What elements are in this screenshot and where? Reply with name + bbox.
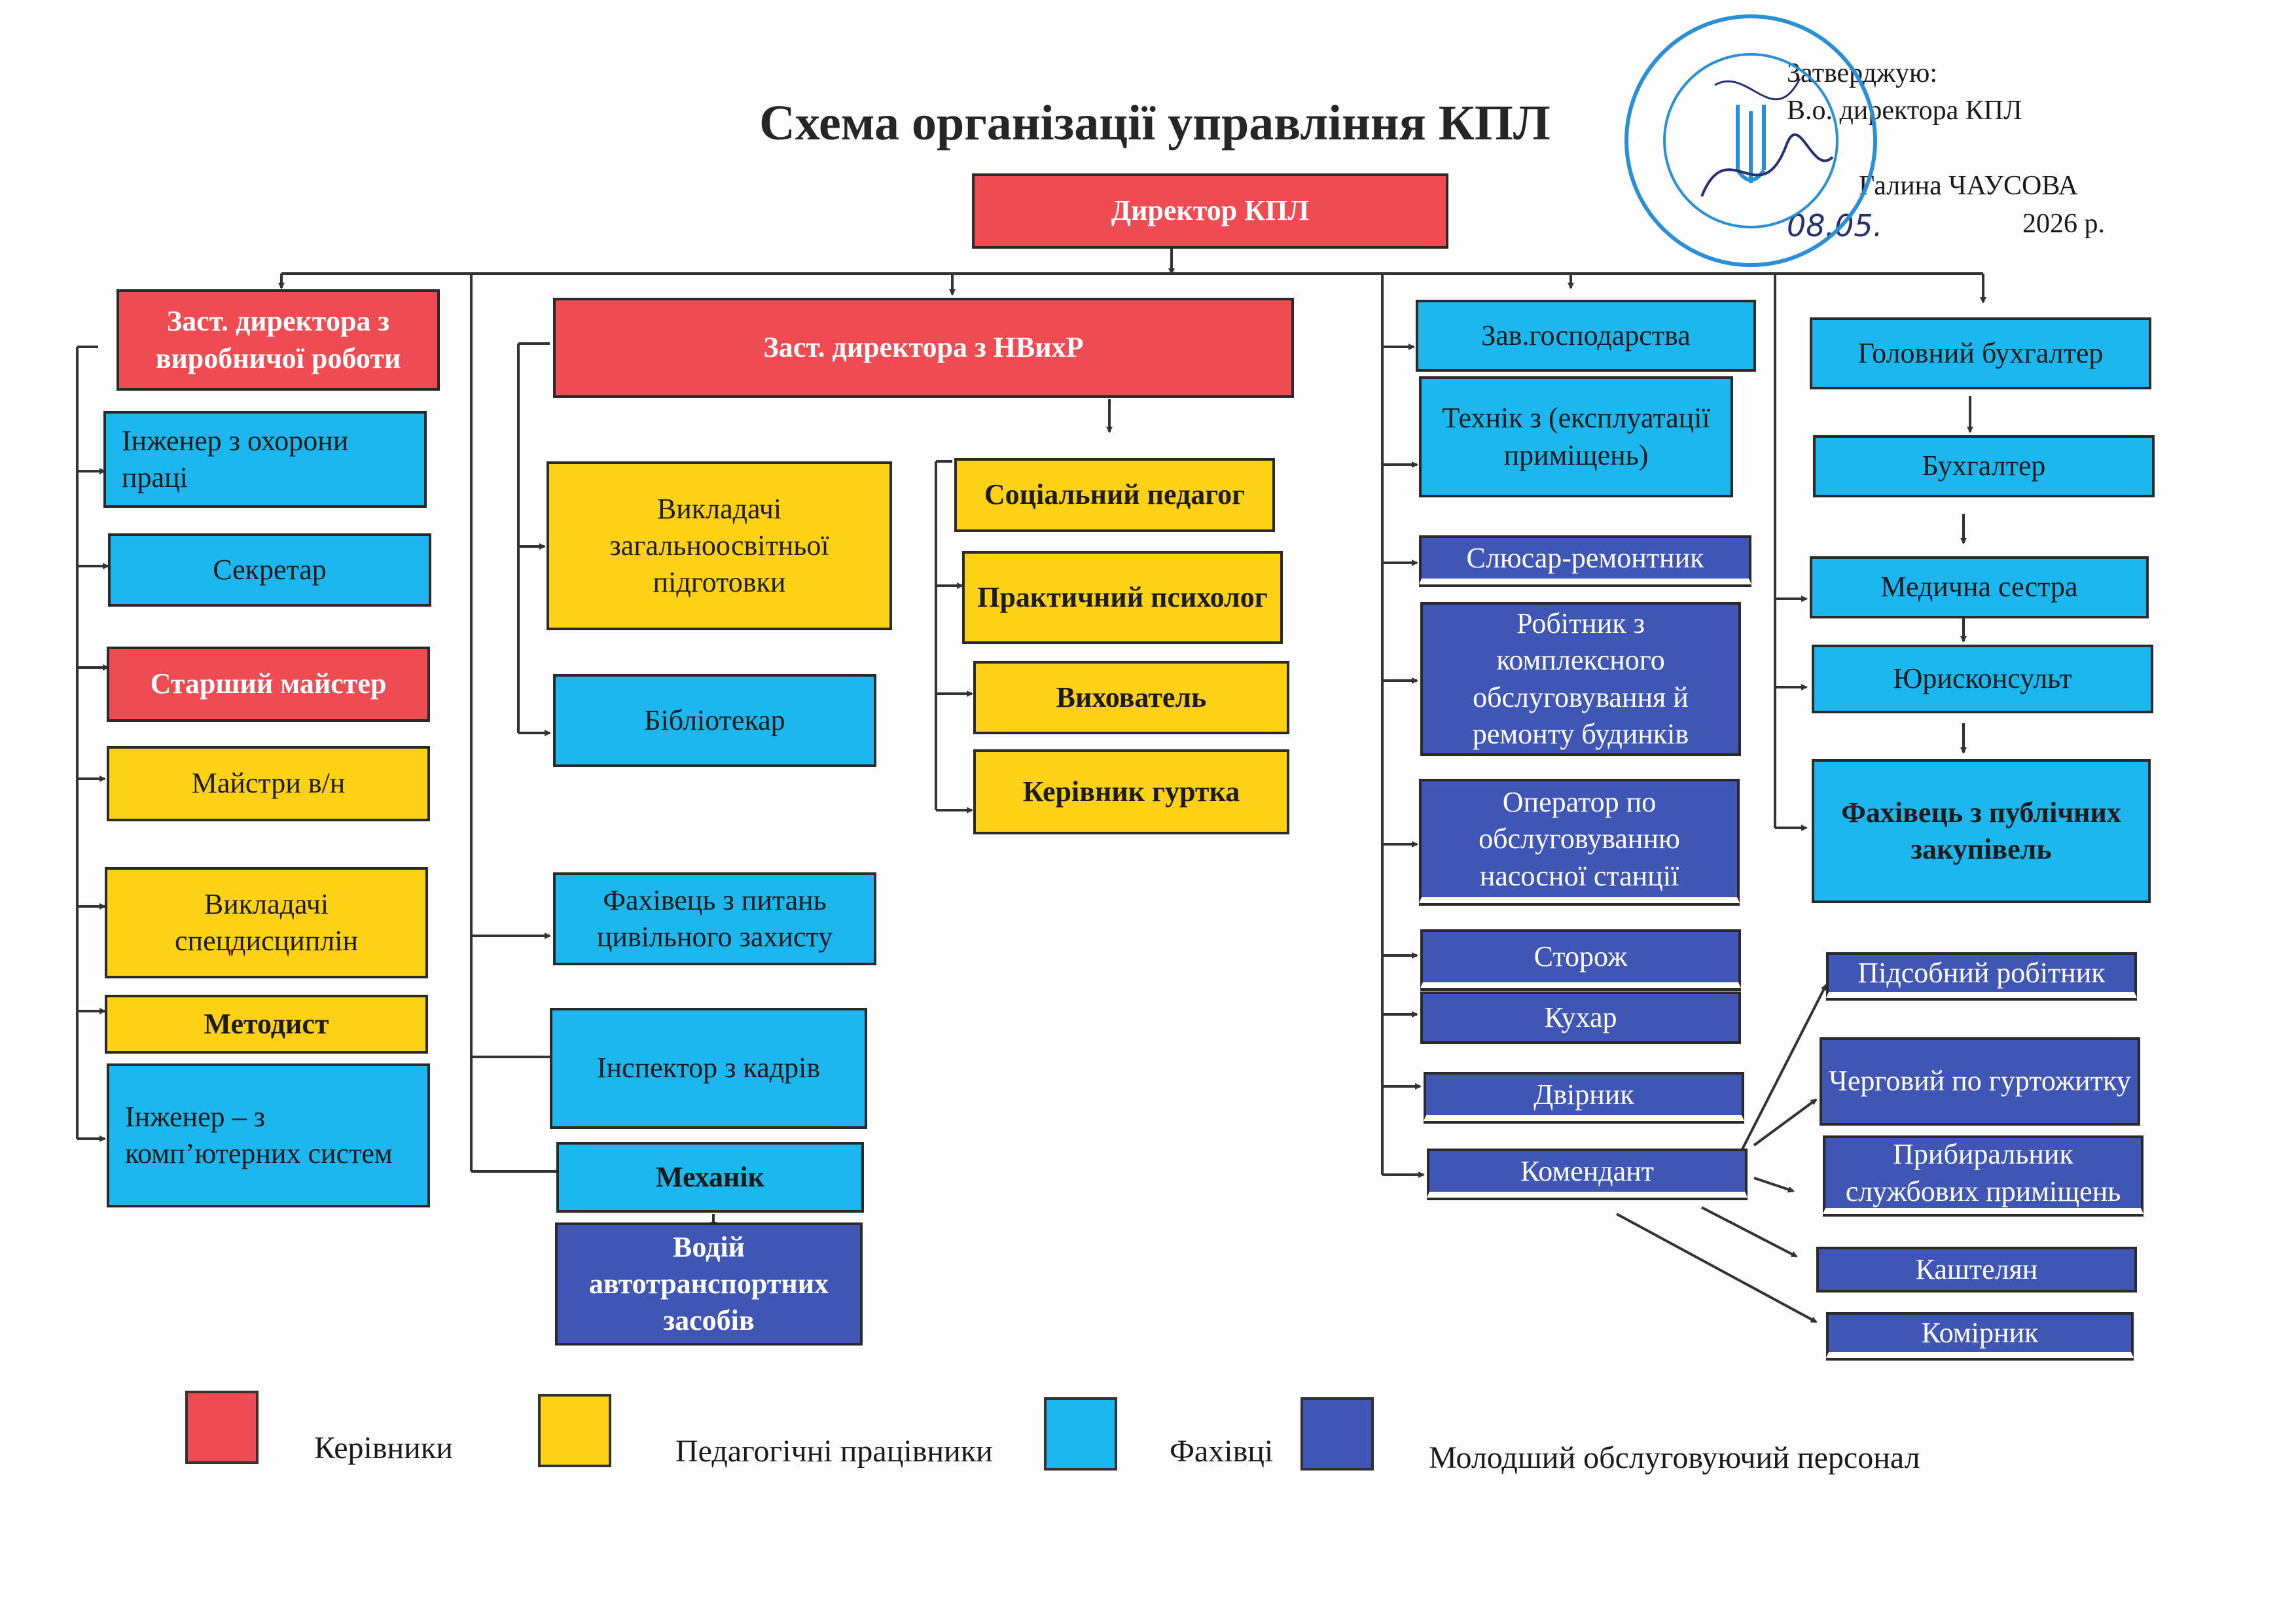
legend-label-service: Молодший обслуговуючий персонал	[1429, 1440, 1920, 1475]
box-maintenance-worker: Робітник з комплексного обслуговування й…	[1420, 602, 1741, 756]
box-mechanic: Механік	[556, 1142, 864, 1213]
approval-year: 2026 р.	[2022, 209, 2105, 239]
approval-date: 08.05.	[1787, 208, 1883, 243]
page-title: Схема організації управління КПЛ	[759, 96, 1551, 151]
legend-label-pedagogical: Педагогічні працівники	[675, 1434, 993, 1469]
box-masters: Майстри в/н	[107, 746, 430, 821]
approval-name: Галина ЧАУСОВА	[1859, 171, 2079, 201]
box-pump-operator: Оператор по обслуговуванню насосної стан…	[1419, 779, 1740, 903]
box-senior-master: Старший майстер	[107, 647, 430, 722]
box-castellan: Каштелян	[1816, 1247, 2137, 1293]
box-household-head: Зав.господарства	[1416, 300, 1756, 372]
box-educator: Вихователь	[973, 661, 1289, 734]
legend-swatch-specialists	[1044, 1397, 1117, 1471]
box-social-pedagogue: Соціальний педагог	[954, 458, 1275, 532]
box-cook: Кухар	[1420, 991, 1741, 1044]
box-methodist: Методист	[105, 995, 428, 1054]
legend-swatch-pedagogical	[538, 1394, 611, 1467]
box-secretary: Секретар	[108, 533, 431, 607]
box-chief-accountant: Головний бухгалтер	[1810, 317, 2151, 389]
box-legal-adviser: Юрисконсульт	[1812, 645, 2153, 713]
box-general-teachers: Викладачі загальноосвітньої підготовки	[547, 461, 892, 630]
legend-label-specialists: Фахівці	[1170, 1434, 1274, 1469]
box-nurse: Медична сестра	[1810, 556, 2149, 618]
box-labor-safety-engineer: Інженер з охорони праці	[103, 411, 427, 508]
box-guard: Сторож	[1420, 929, 1741, 988]
box-janitor: Двірник	[1424, 1072, 1744, 1121]
box-librarian: Бібліотекар	[553, 674, 876, 767]
box-dorm-attendant: Черговий по гуртожитку	[1820, 1037, 2140, 1126]
box-repair-fitter: Слюсар-ремонтник	[1419, 535, 1751, 584]
box-hr-inspector: Інспектор з кадрів	[550, 1008, 867, 1129]
box-computer-engineer: Інженер – з комп’ютерних систем	[107, 1063, 430, 1207]
box-civil-defense: Фахівець з питань цивільного захисту	[553, 872, 876, 965]
box-commandant: Комендант	[1427, 1149, 1748, 1198]
legend-swatch-service	[1300, 1397, 1374, 1471]
box-deputy-education: Заст. директора з НВихР	[553, 298, 1294, 398]
box-driver: Водій автотранспортних засобів	[555, 1222, 863, 1346]
box-procurement: Фахівець з публічних закупівель	[1812, 759, 2151, 903]
box-storekeeper: Комірник	[1826, 1312, 2134, 1358]
box-technician: Технік з (експлуатації приміщень)	[1419, 376, 1733, 497]
legend-label-leaders: Керівники	[314, 1431, 453, 1465]
box-deputy-production: Заст. директора з виробничої роботи	[117, 289, 440, 391]
box-director: Директор КПЛ	[972, 173, 1448, 249]
box-psychologist: Практичний психолог	[962, 551, 1283, 644]
box-club-leader: Керівник гуртка	[973, 749, 1289, 834]
box-cleaner: Прибиральник службових приміщень	[1823, 1135, 2144, 1214]
legend-swatch-leaders	[185, 1391, 259, 1464]
box-special-teachers: Викладачі спецдисциплін	[105, 867, 428, 978]
box-accountant: Бухгалтер	[1813, 435, 2155, 497]
official-stamp	[1624, 14, 1877, 267]
box-auxiliary-worker: Підсобний робітник	[1826, 952, 2137, 998]
